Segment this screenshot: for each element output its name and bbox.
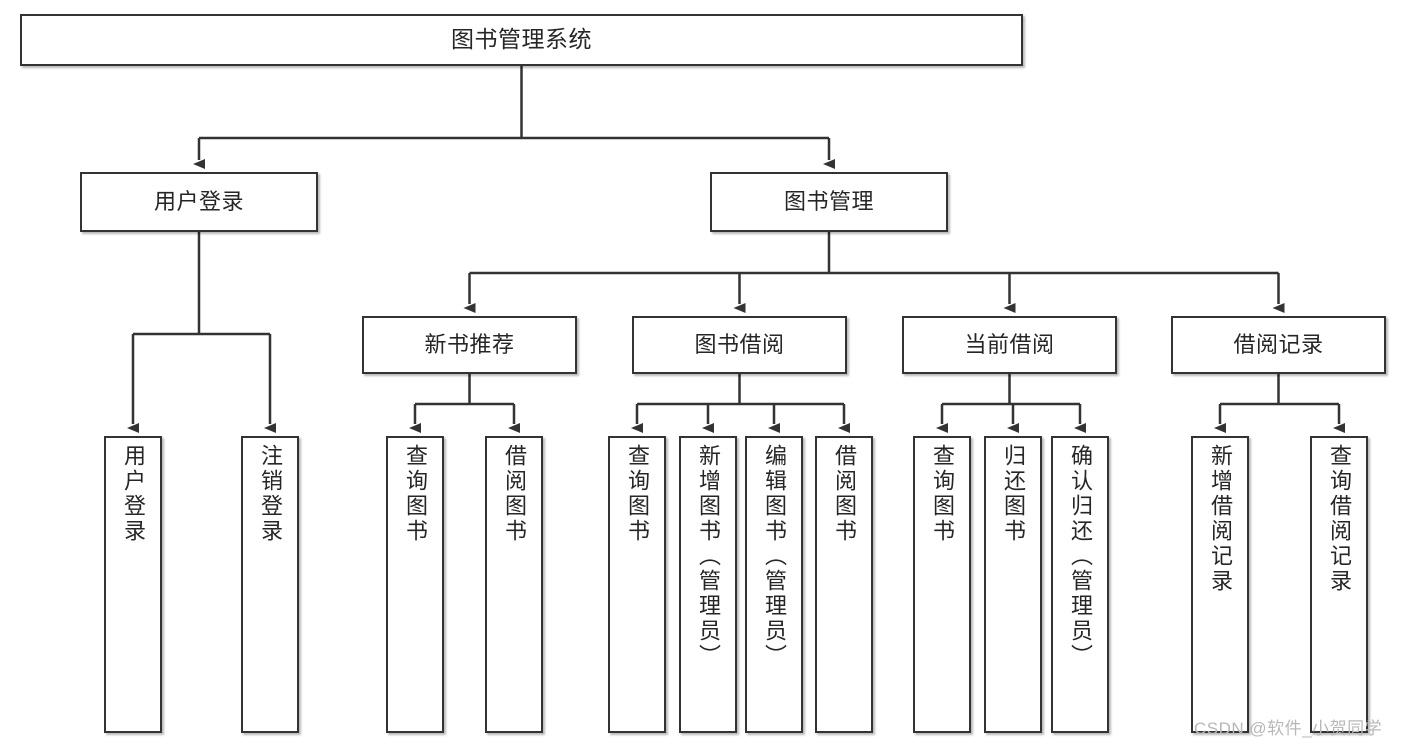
node-label: 确认归还（管理员）: [1068, 444, 1093, 669]
node-l_nb_query[interactable]: 查询图书: [386, 436, 444, 733]
node-label: 新增图书（管理员）: [696, 444, 721, 669]
node-n_current[interactable]: 当前借阅: [902, 316, 1117, 374]
node-label: 编辑图书（管理员）: [762, 444, 787, 669]
node-label: 新书推荐: [424, 331, 515, 357]
node-label: 归还图书: [1001, 444, 1026, 544]
connector-group: [127, 66, 1345, 433]
node-label: 注销登录: [258, 444, 283, 544]
node-label: 图书管理系统: [451, 26, 592, 53]
node-label: 查询借阅记录: [1327, 444, 1352, 594]
node-l_nb_borrow[interactable]: 借阅图书: [485, 436, 543, 733]
node-label: 图书借阅: [694, 331, 785, 357]
node-label: 查询图书: [403, 444, 428, 544]
node-l_user_login[interactable]: 用户登录: [104, 436, 162, 733]
node-l_bw_edit[interactable]: 编辑图书（管理员）: [745, 436, 803, 733]
node-l_bw_borrow[interactable]: 借阅图书: [815, 436, 873, 733]
node-n_book_mgmt[interactable]: 图书管理: [710, 172, 948, 232]
node-l_rc_query[interactable]: 查询借阅记录: [1310, 436, 1368, 733]
node-label: 用户登录: [121, 444, 146, 544]
node-label: 用户登录: [153, 188, 244, 214]
node-l_logout[interactable]: 注销登录: [241, 436, 299, 733]
node-label: 借阅记录: [1233, 331, 1324, 357]
node-l_cu_return[interactable]: 归还图书: [984, 436, 1042, 733]
node-l_bw_query[interactable]: 查询图书: [608, 436, 666, 733]
node-n_user_login[interactable]: 用户登录: [80, 172, 318, 232]
node-label: 图书管理: [783, 188, 874, 214]
node-label: 借阅图书: [832, 444, 857, 544]
node-l_rc_add[interactable]: 新增借阅记录: [1191, 436, 1249, 733]
node-l_bw_add[interactable]: 新增图书（管理员）: [679, 436, 737, 733]
node-n_borrow[interactable]: 图书借阅: [632, 316, 847, 374]
node-label: 查询图书: [930, 444, 955, 544]
node-label: 借阅图书: [502, 444, 527, 544]
node-root[interactable]: 图书管理系统: [20, 14, 1023, 66]
node-l_cu_query[interactable]: 查询图书: [913, 436, 971, 733]
node-n_record[interactable]: 借阅记录: [1171, 316, 1386, 374]
node-label: 新增借阅记录: [1208, 444, 1233, 594]
node-n_new_book[interactable]: 新书推荐: [362, 316, 577, 374]
node-l_cu_confirm[interactable]: 确认归还（管理员）: [1051, 436, 1109, 733]
node-label: 查询图书: [625, 444, 650, 544]
node-label: 当前借阅: [964, 331, 1055, 357]
